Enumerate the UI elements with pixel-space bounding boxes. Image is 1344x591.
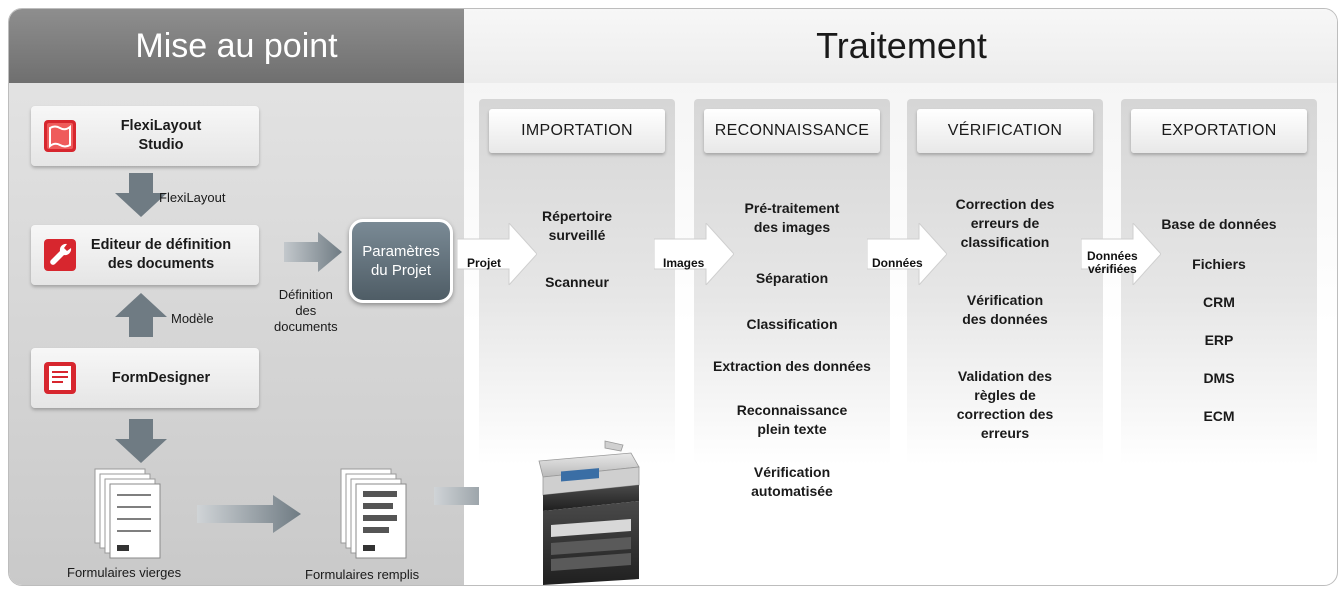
- stage-item: Extraction des données: [713, 358, 871, 374]
- flexilayout-studio-label: FlexiLayout Studio: [120, 118, 202, 153]
- setup-title: Mise au point: [9, 9, 464, 83]
- stage-item: Scanneur: [545, 274, 609, 290]
- form-designer-icon: [44, 362, 76, 394]
- scanner-icon: [538, 440, 640, 585]
- stage-header: VÉRIFICATION: [917, 109, 1093, 153]
- flow-arrow-icon: [457, 223, 537, 285]
- stage-item: DMS: [1203, 370, 1235, 386]
- project-settings-box: Paramètres du Projet: [349, 219, 453, 303]
- flow-label-projet: Projet: [467, 256, 502, 270]
- flow-arrow-icon: [867, 223, 947, 285]
- right-arrow-icon: [197, 495, 301, 533]
- flow-arrow-icon: [654, 223, 734, 285]
- flow-label-donnees-verifiees: Données vérifiées: [1087, 249, 1138, 276]
- processing-title: Traitement: [464, 9, 1337, 83]
- flow-arrow-icon: [1081, 223, 1161, 285]
- stage-item: Base de données: [1161, 216, 1277, 232]
- stage-header: EXPORTATION: [1131, 109, 1307, 153]
- stage-item: Séparation: [755, 270, 829, 286]
- stage-item: Reconnaissance plein texte: [736, 402, 848, 437]
- stage-item: ECM: [1203, 408, 1235, 424]
- model-label: Modèle: [171, 311, 214, 326]
- stage-item: Pré-traitement des images: [744, 200, 840, 235]
- flow-label-images: Images: [663, 256, 705, 270]
- stage-item: Répertoire surveillé: [541, 208, 613, 243]
- down-arrow-icon: [115, 173, 167, 217]
- right-arrow-icon: [284, 232, 342, 272]
- filled-forms-icon: [340, 468, 407, 559]
- blank-forms-icon: [94, 468, 161, 559]
- flexilayout-studio-box: FlexiLayout Studio: [31, 106, 259, 166]
- stage-reconnaissance: RECONNAISSANCE Pré-traitement des images…: [694, 99, 890, 585]
- stage-verification: VÉRIFICATION Correction des erreurs de c…: [907, 99, 1103, 585]
- document-definition-editor-label: Editeur de définition des documents: [90, 237, 232, 272]
- stage-item: Vérification des données: [962, 292, 1048, 327]
- document-definition-editor-box: Editeur de définition des documents: [31, 225, 259, 285]
- flow-label-donnees: Données: [872, 256, 923, 270]
- stage-exportation: EXPORTATION Base de données Fichiers CRM…: [1121, 99, 1317, 585]
- formdesigner-label: FormDesigner: [111, 369, 211, 386]
- stage-item: ERP: [1204, 332, 1234, 348]
- workflow-diagram: Mise au point Traitement FlexiLayout Stu…: [8, 8, 1338, 586]
- down-arrow-icon: [115, 419, 167, 463]
- stage-item: Vérification automatisée: [751, 464, 833, 499]
- flexilayout-studio-icon: [44, 120, 76, 152]
- blank-forms-caption: Formulaires vierges: [67, 565, 182, 580]
- up-arrow-icon: [115, 293, 167, 337]
- stage-item: Fichiers: [1192, 256, 1246, 272]
- filled-forms-caption: Formulaires remplis: [305, 567, 420, 582]
- stage-item: CRM: [1203, 294, 1235, 310]
- stage-header: RECONNAISSANCE: [704, 109, 880, 153]
- wrench-icon: [44, 239, 76, 271]
- flexilayout-label: FlexiLayout: [159, 190, 226, 205]
- stage-item: Classification: [746, 316, 838, 332]
- formdesigner-box: FormDesigner: [31, 348, 259, 408]
- stage-item: Validation des règles de correction des …: [956, 368, 1054, 441]
- document-definition-label: Définition des documents: [274, 287, 338, 334]
- stage-header: IMPORTATION: [489, 109, 665, 153]
- stage-item: Correction des erreurs de classification: [955, 196, 1055, 250]
